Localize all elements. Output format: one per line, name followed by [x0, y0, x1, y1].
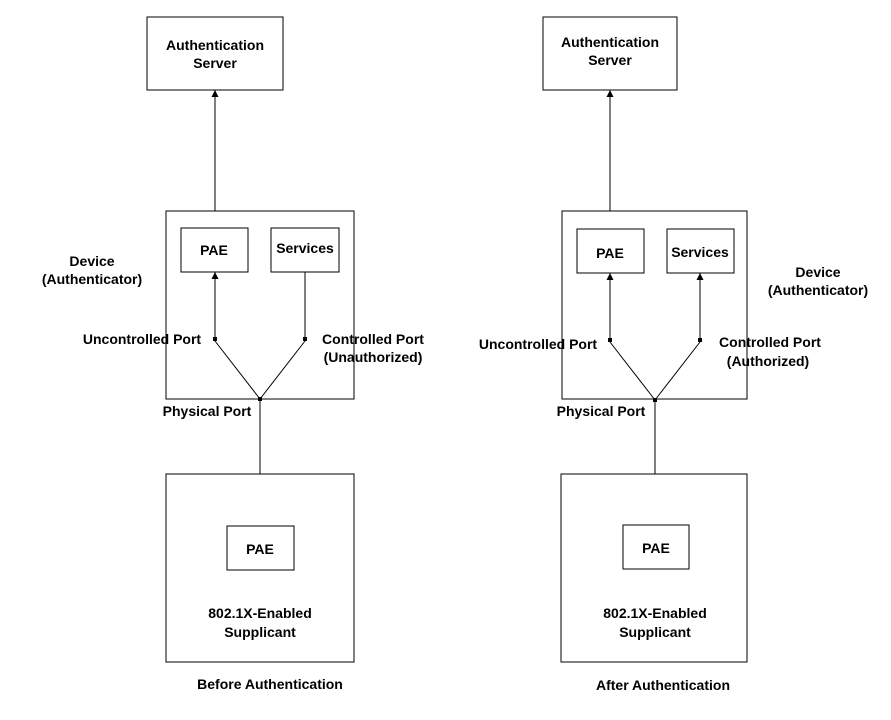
before-pae-label: PAE	[200, 242, 228, 258]
after-branch-controlled	[654, 341, 701, 401]
after-services-label: Services	[671, 244, 729, 260]
before-branch-uncontrolled	[214, 340, 261, 400]
after-pae-label: PAE	[596, 245, 624, 261]
before-device-line1: Device	[69, 253, 114, 269]
before-supplicant-line1: 802.1X-Enabled	[208, 605, 312, 621]
after-supplicant-line2: Supplicant	[619, 624, 691, 640]
after-auth-server-line1: Authentication	[561, 34, 659, 50]
after-device-line2: (Authenticator)	[768, 282, 868, 298]
after-auth-server-line2: Server	[588, 52, 632, 68]
before-panel: Authentication Server Device (Authentica…	[42, 16, 424, 692]
before-uncontrolled-port-label: Uncontrolled Port	[83, 331, 202, 347]
before-physical-port-label: Physical Port	[163, 403, 252, 419]
after-caption: After Authentication	[596, 677, 730, 693]
after-branch-uncontrolled	[609, 341, 656, 401]
after-device-line1: Device	[795, 264, 840, 280]
before-supplicant-line2: Supplicant	[224, 624, 296, 640]
before-uncontrolled-port-dot	[213, 337, 217, 341]
before-pae-box	[180, 227, 249, 273]
after-supplicant-line1: 802.1X-Enabled	[603, 605, 707, 621]
after-auth-server-box	[542, 16, 678, 91]
before-supplicant-pae-box	[226, 525, 295, 571]
after-controlled-port-line1: Controlled Port	[719, 334, 821, 350]
before-controlled-port-line1: Controlled Port	[322, 331, 424, 347]
before-device-line2: (Authenticator)	[42, 271, 142, 287]
before-branch-controlled	[259, 340, 306, 400]
before-auth-server-line2: Server	[193, 55, 237, 71]
before-controlled-port-line2: (Unauthorized)	[324, 349, 423, 365]
after-controlled-port-line2: (Authorized)	[727, 353, 809, 369]
after-uncontrolled-port-label: Uncontrolled Port	[479, 336, 598, 352]
before-auth-server-line1: Authentication	[166, 37, 264, 53]
before-auth-server-box	[146, 16, 284, 91]
before-services-label: Services	[276, 240, 334, 256]
after-physical-port-dot	[653, 398, 657, 402]
before-caption: Before Authentication	[197, 676, 343, 692]
before-physical-port-dot	[258, 397, 262, 401]
before-supplicant-pae-label: PAE	[246, 541, 274, 557]
after-supplicant-pae-label: PAE	[642, 540, 670, 556]
after-panel: Authentication Server Device (Authentica…	[479, 16, 868, 693]
after-controlled-port-dot	[698, 338, 702, 342]
after-uncontrolled-port-dot	[608, 338, 612, 342]
after-pae-box	[576, 228, 645, 274]
after-physical-port-label: Physical Port	[557, 403, 646, 419]
after-supplicant-pae-box	[622, 524, 690, 570]
before-controlled-port-dot	[303, 337, 307, 341]
